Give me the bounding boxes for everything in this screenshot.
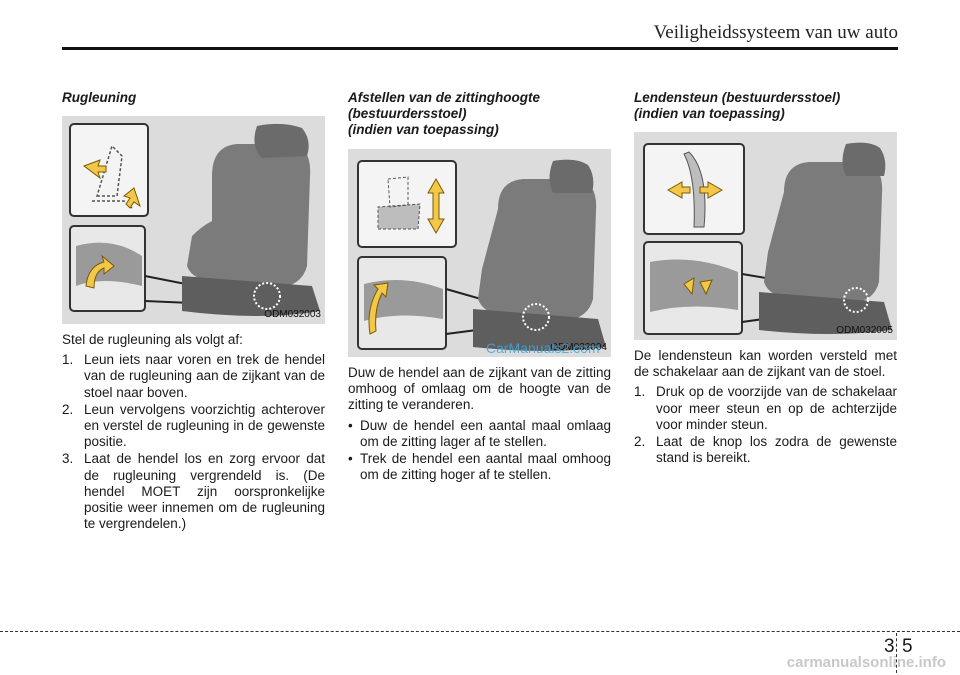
figure-code: ODM032005: [836, 325, 893, 336]
seat-backrest-illustration: ODM032003: [62, 116, 325, 324]
steps-list: 1.Druk op de voorzijde van de schakelaar…: [634, 384, 897, 466]
seat-illustration-image: [348, 149, 611, 357]
chapter-number: 3: [884, 636, 895, 657]
figure-code: ODM032003: [264, 309, 321, 320]
footer-watermark: carmanualsonline.info: [786, 654, 946, 671]
figure-code: ODM032004: [550, 342, 607, 353]
intro-text: Duw de hendel aan de zijkant van de zitt…: [348, 365, 611, 413]
page-number: 5: [902, 636, 913, 657]
list-item: 3.Laat de hendel los en zorg ervoor dat …: [62, 451, 325, 532]
steps-list: 1.Leun iets naar voren en trek de hendel…: [62, 352, 325, 532]
seat-illustration-image: [634, 132, 897, 340]
footer-rule: [0, 631, 960, 632]
section-title: Lendensteun (bestuurdersstoel) (indien v…: [634, 90, 841, 121]
intro-text: De lendensteun kan worden versteld met d…: [634, 348, 897, 380]
header-rule: [62, 47, 898, 50]
section-title: Afstellen van de zittinghoogte (bestuurd…: [348, 90, 541, 137]
list-item: 2.Laat de knop los zodra de gewenste sta…: [634, 433, 897, 466]
bullet-list: •Duw de hendel een aantal maal omlaag om…: [348, 418, 611, 484]
intro-text: Stel de rugleuning als volgt af:: [62, 332, 243, 347]
seat-illustration-image: [62, 116, 325, 324]
list-item: •Duw de hendel een aantal maal omlaag om…: [348, 417, 611, 449]
list-item: •Trek de hendel een aantal maal omhoog o…: [348, 450, 611, 483]
section-rugleuning: Rugleuning ODM032003 Stel de rugleuning …: [62, 90, 325, 533]
page-header-title: Veiligheidssysteem van uw auto: [653, 22, 898, 43]
list-item: 2.Leun vervolgens voorzichtig achterover…: [62, 401, 325, 450]
seat-height-illustration: ODM032004: [348, 149, 611, 357]
lumbar-support-illustration: ODM032005: [634, 132, 897, 340]
section-lendensteun: Lendensteun (bestuurdersstoel) (indien v…: [634, 90, 897, 467]
list-item: 1.Druk op de voorzijde van de schakelaar…: [634, 384, 897, 432]
section-zittinghoogte: Afstellen van de zittinghoogte (bestuurd…: [348, 90, 611, 484]
list-item: 1.Leun iets naar voren en trek de hendel…: [62, 352, 325, 400]
watermark-text: CarManuals2.com: [486, 340, 600, 356]
section-title: Rugleuning: [62, 90, 137, 105]
page-number-separator: [896, 633, 897, 673]
